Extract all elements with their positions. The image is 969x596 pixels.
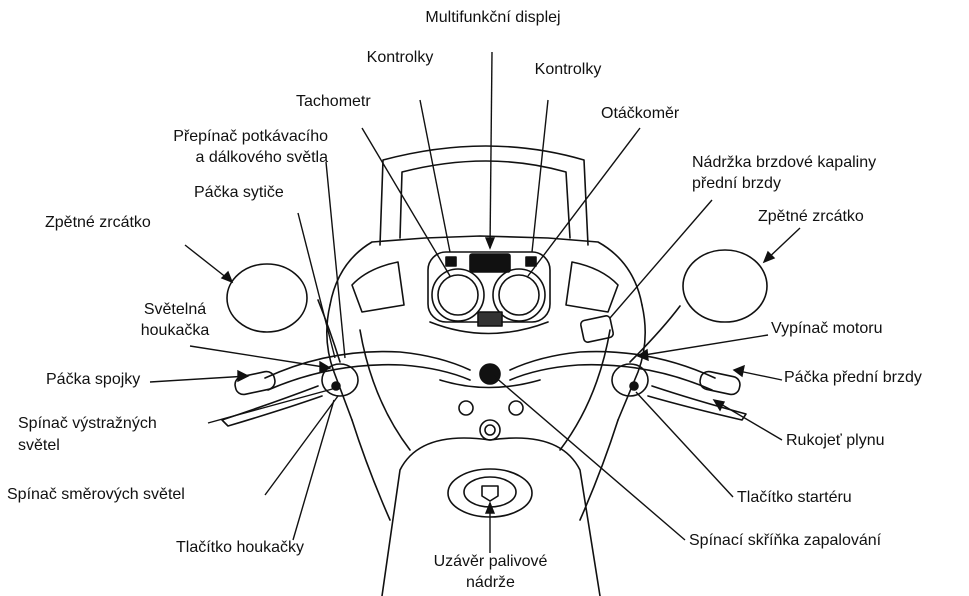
indicator-lamp-left [446, 257, 456, 266]
label-engine-stop-switch: Vypínač motoru [771, 319, 882, 338]
arrowhead [238, 371, 248, 381]
right-switch-button [630, 382, 638, 390]
label-clutch-lever: Páčka spojky [46, 370, 140, 389]
label-fuel-cap-line2: nádrže [408, 573, 573, 592]
leader-multifunction-display [490, 52, 492, 248]
label-brake-fluid-line1: Nádržka brzdové kapaliny [692, 153, 876, 172]
fuel-cap-symbol [482, 486, 498, 501]
label-indicators-left: Kontrolky [340, 48, 460, 67]
leader-engine-stop [638, 335, 768, 356]
right-body-line [580, 420, 618, 520]
multifunction-display-screen [470, 254, 510, 272]
left-body-line-2 [360, 330, 410, 450]
leader-passing-light [190, 346, 330, 368]
arrowhead [222, 272, 232, 282]
handlebar-right-lower [510, 365, 712, 390]
label-speedometer: Tachometr [296, 92, 371, 111]
label-hazard-switch-line2: světel [18, 436, 60, 455]
label-mirror-left: Zpětné zrcátko [45, 213, 151, 232]
indicator-lamp-right [526, 257, 536, 266]
label-passing-light-line2: houkačka [120, 321, 230, 340]
label-mirror-right: Zpětné zrcátko [758, 207, 864, 226]
leader-indicators-left [420, 100, 450, 252]
leader-speedometer [362, 128, 450, 276]
leader-throttle [714, 400, 782, 440]
label-front-brake-lever: Páčka přední brzdy [784, 368, 922, 387]
fork-cap-right [509, 401, 523, 415]
label-brake-fluid-line2: přední brzdy [692, 174, 781, 193]
label-indicators-right: Kontrolky [508, 60, 628, 79]
fork-cap-left [459, 401, 473, 415]
fairing-left-panel [352, 262, 404, 312]
brake-lever-drawing [648, 386, 746, 420]
arrowhead [486, 238, 494, 248]
label-turn-signal-switch: Spínač směrových světel [7, 485, 185, 504]
speedometer-inner [438, 275, 478, 315]
windscreen-inner-line [400, 161, 570, 238]
ignition-switch-drawing [480, 364, 500, 384]
label-tachometer: Otáčkoměr [601, 104, 679, 123]
label-hazard-switch-line1: Spínač výstražných [18, 414, 157, 433]
speedometer-dial [432, 269, 484, 321]
cluster-center-block [478, 312, 502, 326]
label-dimmer-switch-line2: a dálkového světla [108, 148, 328, 167]
leader-clutch-lever [150, 376, 248, 382]
steering-stem-nut [480, 420, 500, 440]
fairing-right-side [618, 305, 645, 420]
label-choke-lever: Páčka sytiče [194, 183, 284, 202]
label-passing-light-line1: Světelná [120, 300, 230, 319]
arrowhead [486, 503, 494, 513]
label-ignition-switch: Spínací skříňka zapalování [689, 531, 881, 550]
leader-hazard-switch [208, 388, 336, 423]
fairing-right-panel [566, 262, 618, 312]
label-horn-button: Tlačítko houkačky [176, 538, 304, 557]
label-multifunction-display: Multifunkční displej [418, 8, 568, 27]
label-starter-button: Tlačítko startéru [737, 488, 852, 507]
right-body-line-2 [560, 330, 610, 450]
label-fuel-cap-line1: Uzávěr palivové [408, 552, 573, 571]
steering-stem-nut-inner [485, 425, 495, 435]
label-dimmer-switch-line1: Přepínač potkávacího [108, 127, 328, 146]
leader-indicators-right [532, 100, 548, 252]
tachometer-inner [499, 275, 539, 315]
left-mirror [227, 264, 307, 332]
right-mirror [683, 250, 767, 322]
left-body-line [352, 420, 390, 520]
arrowhead [734, 366, 744, 376]
label-throttle-grip: Rukojeť plynu [786, 431, 885, 450]
leader-horn-button [293, 400, 334, 540]
